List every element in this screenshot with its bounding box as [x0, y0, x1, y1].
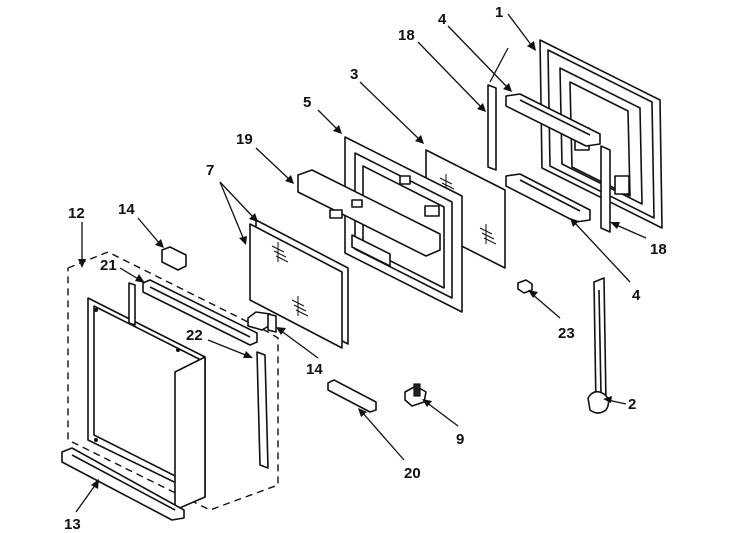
- callout-hinge-right: 2: [628, 396, 636, 413]
- vent-bracket-part: [327, 379, 377, 413]
- insulation-baffle-part: [297, 169, 441, 267]
- hinge-right-part: [587, 277, 610, 414]
- callout-side-strip-right: 18: [650, 241, 667, 258]
- trim-strip-bottom-part: [505, 173, 591, 223]
- callout-trim-strip-top: 4: [438, 11, 447, 28]
- side-strip-right-part: [600, 145, 611, 233]
- callouts: 1 2 3 4 4 5 7 9 12 13 14 14 18 18 19 20 …: [64, 4, 667, 533]
- window-glass-part: [249, 219, 349, 349]
- side-strip-upper-part: [487, 84, 497, 171]
- leader-lines: [75, 13, 647, 513]
- small-clip-part: [517, 279, 533, 294]
- callout-clip-center: 14: [306, 361, 323, 378]
- clip-upper-left-part: [161, 246, 187, 271]
- callout-glass-pack-frame: 5: [303, 94, 311, 111]
- clip-center-part: [247, 311, 277, 333]
- callout-outer-door-assembly: 12: [68, 205, 85, 222]
- top-channel-part: [142, 279, 258, 346]
- side-channel-part: [256, 351, 269, 469]
- callout-door-frame: 1: [495, 4, 503, 21]
- callout-vent-bracket: 20: [404, 465, 421, 482]
- callout-trim-strip-bottom: 4: [632, 287, 641, 304]
- callout-window-glass: 7: [206, 162, 214, 179]
- hinge-clip-part: [404, 383, 427, 407]
- callout-side-strip-upper: 18: [398, 27, 415, 44]
- left-rod-part: [128, 282, 136, 326]
- trim-strip-top-part: [505, 93, 601, 147]
- callout-inner-glass-panel: 3: [350, 66, 358, 83]
- callout-clip-upper-left: 14: [118, 201, 135, 218]
- door-handle-trim-part: [61, 447, 185, 521]
- callout-insulation-baffle: 19: [236, 131, 253, 148]
- callout-door-handle-trim: 13: [64, 516, 81, 533]
- callout-small-clip: 23: [558, 325, 575, 342]
- outer-door-assembly-part: [67, 251, 279, 511]
- callout-top-channel: 21: [100, 257, 117, 274]
- callout-side-channel: 22: [186, 327, 203, 344]
- callout-hinge-clip: 9: [456, 431, 464, 448]
